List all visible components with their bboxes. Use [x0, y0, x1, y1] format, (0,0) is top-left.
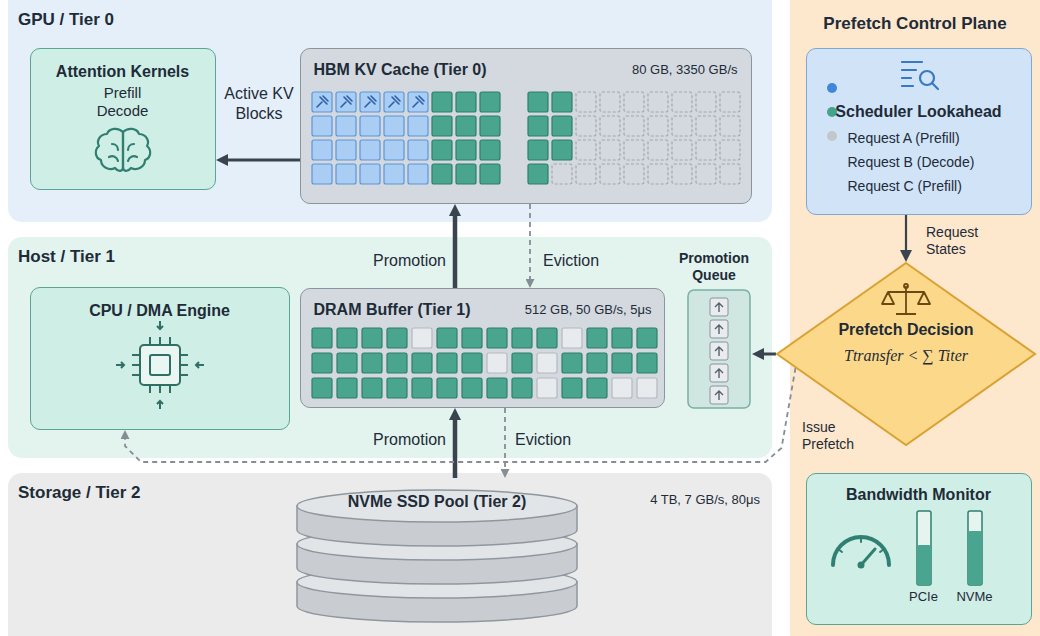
control-panel: Prefetch Control PlaneScheduler Lookahea…: [790, 0, 1040, 636]
edge-label: Active KV Blocks: [223, 84, 295, 123]
box-title: Attention Kernels: [30, 62, 216, 82]
bar-label: PCIe: [898, 589, 950, 605]
box-body: Prefill Decode: [88, 84, 158, 121]
request-item: Request B (Decode): [848, 154, 1024, 171]
kernel-box: Attention KernelsPrefill Decode: [30, 48, 216, 190]
storage-title: NVMe SSD Pool (Tier 2): [317, 492, 557, 512]
panel-title: Prefetch Control Plane: [790, 14, 1040, 35]
box-title: DRAM Buffer (Tier 1): [314, 300, 514, 320]
edge-label: Eviction: [543, 251, 633, 271]
flow-arrow: [228, 159, 300, 162]
scheduler-box: Scheduler LookaheadRequest A (Prefill) Re…: [806, 48, 1032, 215]
request-item: Request A (Prefill): [848, 130, 1024, 147]
spec-text: 80 GB, 3350 GB/s: [590, 62, 738, 78]
flow-arrow: [453, 420, 458, 478]
tier-band: Storage / Tier 2 NVMe SSD Pool (Tier 2) 4 …: [8, 473, 772, 636]
request-item: Request C (Prefill): [848, 178, 1024, 195]
storage-stack: NVMe SSD Pool (Tier 2) 4 TB, 7 GB/s, 80μs: [290, 478, 764, 636]
edge-label: Issue Prefetch: [800, 418, 862, 454]
flow-arrow: [453, 216, 458, 288]
monitor-box: Bandwidth MonitorPCIeNVMe: [806, 473, 1032, 625]
edge-label: Promotion: [352, 251, 446, 271]
spec-text: 4 TB, 7 GB/s, 80μs: [630, 492, 760, 508]
decision-formula: Ttransfer < ∑ Titer: [806, 346, 1006, 366]
tier-band: Host / Tier 1 CPU / DMA Engine DRAM Buffer…: [8, 237, 772, 458]
spec-text: 512 GB, 50 GB/s, 5μs: [496, 302, 652, 318]
band-title: GPU / Tier 0: [18, 10, 258, 31]
buffer-box: DRAM Buffer (Tier 1)512 GB, 50 GB/s, 5μs: [300, 288, 665, 408]
tier-band: GPU / Tier 0 Attention KernelsPrefill Dec…: [8, 0, 772, 222]
flow-arrow: [764, 353, 776, 356]
bar-label: NVMe: [949, 589, 1001, 605]
edge-label: Eviction: [515, 430, 605, 450]
queue-title: Promotion Queue: [676, 250, 752, 284]
band-title: Host / Tier 1: [18, 247, 258, 268]
decision-title: Prefetch Decision: [806, 320, 1006, 340]
cache-box: HBM KV Cache (Tier 0) 80 GB, 3350 GB/s: [300, 48, 752, 204]
edge-label: Promotion: [352, 430, 446, 450]
box-title: Scheduler Lookahead: [806, 102, 1032, 122]
box-title: HBM KV Cache (Tier 0): [314, 60, 544, 80]
box-title: CPU / DMA Engine: [30, 301, 290, 321]
flow-arrow: [905, 215, 907, 250]
queue-box: Promotion Queue: [676, 250, 752, 410]
engine-box: CPU / DMA Engine: [30, 287, 290, 430]
dashed-arrow: [529, 204, 531, 279]
dashed-arrow: [504, 408, 506, 469]
band-title: Storage / Tier 2: [18, 483, 258, 504]
edge-label: Request States: [926, 224, 1016, 258]
dashed-arrow: [125, 368, 796, 462]
box-title: Bandwidth Monitor: [806, 485, 1032, 505]
